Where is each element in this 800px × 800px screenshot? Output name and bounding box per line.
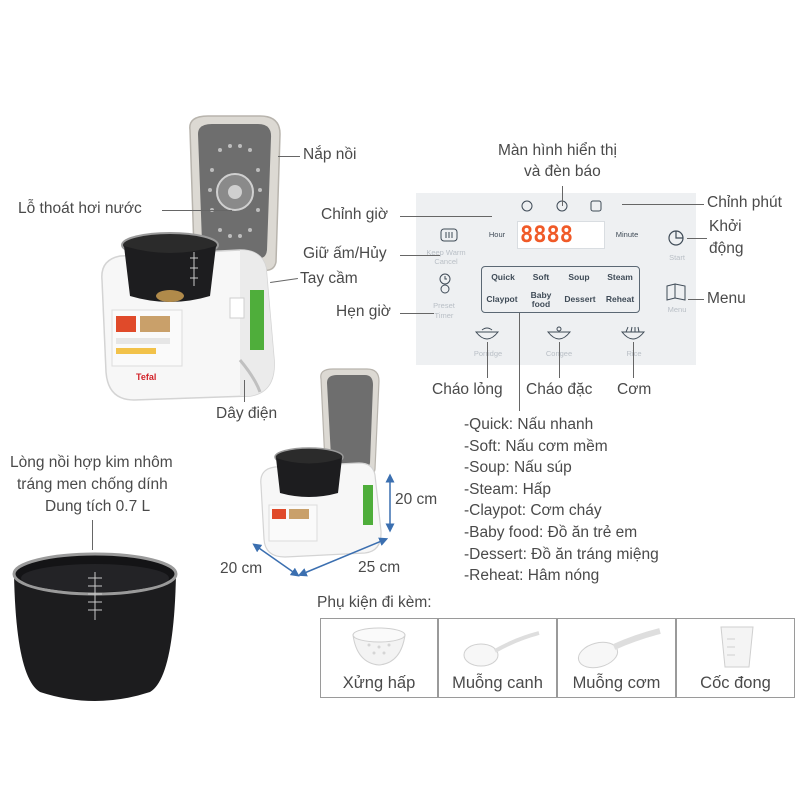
- program-quick[interactable]: Quick: [491, 272, 515, 282]
- lid-leader: [278, 156, 300, 157]
- vent-label: Lỗ thoát hơi nước: [18, 200, 142, 217]
- display-screen: [517, 221, 605, 249]
- inner-bowl-illustration: [12, 552, 178, 701]
- program-soup[interactable]: Soup: [568, 272, 590, 282]
- keep-warm-icon[interactable]: [440, 226, 458, 242]
- program-baby-food-2[interactable]: food: [531, 299, 551, 309]
- timer-icon[interactable]: [434, 272, 456, 294]
- note-item: -Reheat: Hâm nóng: [464, 567, 600, 585]
- menu-leader: [688, 299, 704, 300]
- dimension-cooker-illustration: [260, 368, 382, 558]
- timer-key[interactable]: Timer: [434, 311, 454, 320]
- rice-label: Cơm: [617, 381, 652, 398]
- start-key[interactable]: Start: [669, 253, 685, 262]
- minute-key[interactable]: Minute: [615, 230, 639, 239]
- start-label-1: Khởi: [709, 218, 742, 235]
- accessory-label: Xửng hấp: [342, 674, 416, 692]
- porridge-leader: [487, 342, 488, 378]
- bowl-label-3: Dung tích 0.7 L: [45, 498, 151, 515]
- accessory-measuring-cup: Cốc đong: [676, 618, 795, 698]
- cancel-key[interactable]: Cancel: [434, 257, 458, 266]
- note-item: -Steam: Hấp: [464, 480, 552, 498]
- start-icon[interactable]: [667, 229, 685, 247]
- cord-label: Dây điện: [216, 405, 278, 422]
- height-dimension: 20 cm: [395, 491, 438, 508]
- measuring-cup-icon: [720, 626, 754, 668]
- congee-label: Cháo đặc: [526, 381, 593, 398]
- brand-logo: Tefal: [136, 372, 156, 382]
- porridge-key[interactable]: Porridge: [466, 349, 510, 358]
- program-baby-food-1[interactable]: Baby: [530, 290, 552, 300]
- minute-label: Chỉnh phút: [707, 194, 782, 211]
- congee-leader: [559, 342, 560, 378]
- rice-leader: [633, 342, 634, 378]
- depth-dimension: 20 cm: [220, 560, 263, 577]
- keep-warm-key[interactable]: Keep Warm: [426, 248, 466, 257]
- program-reheat[interactable]: Reheat: [605, 294, 635, 304]
- porridge-icon[interactable]: [474, 326, 500, 344]
- indicator-icons: [521, 200, 602, 212]
- display-label-1: Màn hình hiển thị: [498, 142, 617, 159]
- vent-leader: [162, 210, 232, 211]
- rice-key[interactable]: Rice: [616, 349, 652, 358]
- hour-label: Chỉnh giờ: [321, 206, 389, 223]
- program-dessert[interactable]: Dessert: [564, 294, 596, 304]
- note-item: -Dessert: Đồ ăn tráng miệng: [464, 545, 659, 563]
- handle-label: Tay cầm: [300, 270, 358, 287]
- accessory-ladle: Muỗng canh: [438, 618, 557, 698]
- program-grid: [481, 266, 640, 313]
- minute-leader: [622, 204, 704, 205]
- bowl-label-2: tráng men chống dính: [17, 476, 168, 493]
- preset-key[interactable]: Preset: [433, 301, 455, 310]
- display-digits: 8888: [520, 223, 573, 248]
- keepwarm-label: Giữ ấm/Hủy: [303, 245, 387, 262]
- note-item: -Claypot: Cơm cháy: [464, 502, 602, 520]
- menu-label: Menu: [707, 290, 746, 307]
- width-dimension: 25 cm: [358, 559, 401, 576]
- program-soft[interactable]: Soft: [532, 272, 550, 282]
- accessories-title: Phụ kiện đi kèm:: [317, 594, 432, 611]
- hour-leader: [400, 216, 492, 217]
- rice-cooker-illustration: Tefal: [101, 115, 281, 401]
- accessory-steamer: Xửng hấp: [320, 618, 438, 698]
- dimension-arrows: [252, 473, 395, 577]
- program-notes: -Quick: Nấu nhanh -Soft: Nấu cơm mềm -So…: [464, 414, 659, 587]
- program-claypot[interactable]: Claypot: [486, 294, 518, 304]
- note-item: -Baby food: Đồ ăn trẻ em: [464, 523, 638, 541]
- accessory-rice-paddle: Muỗng cơm: [557, 618, 676, 698]
- rice-icon[interactable]: [620, 326, 646, 344]
- bowl-label-1: Lòng nồi hợp kim nhôm: [10, 454, 173, 471]
- ladle-icon: [463, 631, 540, 667]
- program-steam[interactable]: Steam: [607, 272, 633, 282]
- accessory-label: Muỗng canh: [452, 674, 543, 692]
- accessory-label: Muỗng cơm: [572, 674, 661, 692]
- start-label-2: động: [709, 240, 744, 257]
- steamer-basket-icon: [352, 627, 406, 666]
- cord-leader: [244, 380, 245, 402]
- hour-key[interactable]: Hour: [488, 230, 506, 239]
- menu-icon[interactable]: [665, 282, 687, 302]
- porridge-label: Cháo lỏng: [432, 381, 503, 398]
- note-item: -Quick: Nấu nhanh: [464, 416, 594, 433]
- display-label-2: và đèn báo: [524, 163, 601, 180]
- display-leader: [562, 186, 563, 206]
- note-item: -Soft: Nấu cơm mềm: [464, 437, 608, 455]
- start-leader: [687, 238, 707, 239]
- bowl-leader: [92, 520, 93, 550]
- timer-label: Hẹn giờ: [336, 303, 391, 320]
- note-item: -Soup: Nấu súp: [464, 459, 572, 477]
- timer-leader: [400, 313, 434, 314]
- programs-leader: [519, 313, 520, 411]
- lid-label: Nắp nồi: [303, 146, 357, 163]
- accessory-label: Cốc đong: [700, 674, 771, 692]
- menu-key[interactable]: Menu: [667, 305, 687, 314]
- keepwarm-leader: [400, 255, 440, 256]
- congee-icon[interactable]: [546, 326, 572, 344]
- rice-paddle-icon: [577, 628, 661, 669]
